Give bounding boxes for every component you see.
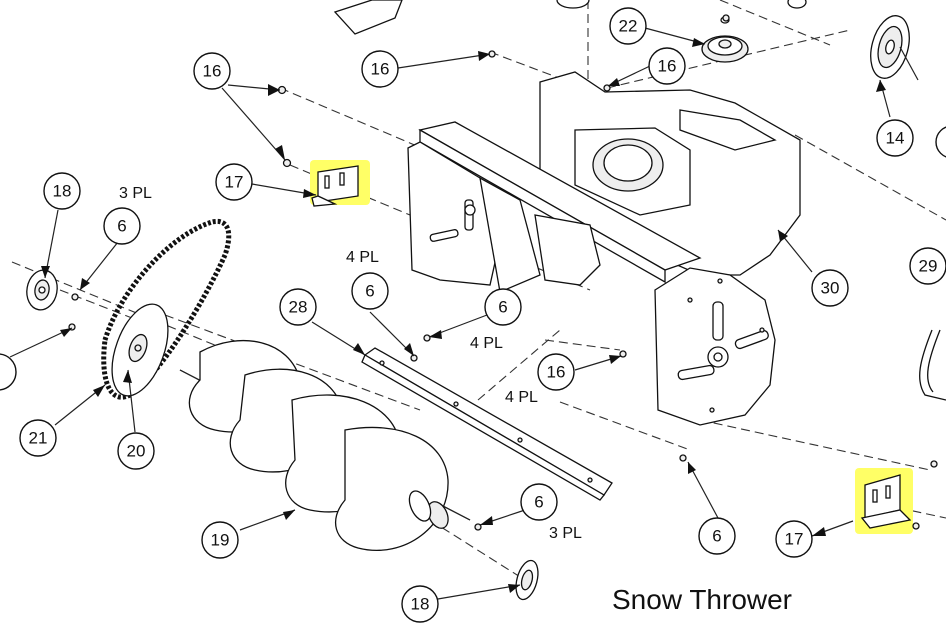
sprocket-20 [111,303,169,397]
svg-text:16: 16 [658,57,677,76]
svg-text:17: 17 [785,530,804,549]
callout-29: 29 [909,247,946,285]
svg-text:29: 29 [919,257,938,276]
svg-text:28: 28 [289,298,308,317]
svg-text:14: 14 [886,129,905,148]
svg-text:18: 18 [411,595,430,614]
diagram-title: Snow Thrower [612,584,792,615]
svg-text:16: 16 [371,60,390,79]
chain-21 [101,218,232,400]
callout-16-a: 16 [193,52,231,90]
callout-6-e: 6 [698,517,736,555]
bearing-18-left [26,269,58,311]
note-4pl-low: 4 PL [505,389,538,406]
part-29-fragment [919,329,946,401]
note-3pl-top: 3 PL [119,185,152,202]
frame-fragment-top [333,0,807,35]
callout-18-a: 18 [43,172,81,210]
callout-16-b: 16 [361,50,399,88]
callout-22: 22 [609,7,647,45]
note-4pl-top: 4 PL [346,249,379,266]
svg-text:19: 19 [211,531,230,550]
svg-text:20: 20 [127,442,146,461]
svg-text:6: 6 [534,493,543,512]
callout-6-d: 6 [520,483,558,521]
svg-text:6: 6 [365,282,374,301]
callout-16-c: 16 [648,47,686,85]
bracket-17-top [310,160,370,207]
auger-19 [179,339,471,551]
callout-28: 28 [279,288,317,326]
svg-text:6: 6 [498,298,507,317]
svg-text:17: 17 [225,173,244,192]
callout-17-a: 17 [215,163,253,201]
note-3pl-bottom: 3 PL [549,525,582,542]
scraper-bar-28 [361,347,613,501]
svg-text:18: 18 [53,182,72,201]
callout-6-a: 6 [103,207,141,245]
callout-20: 20 [117,432,155,470]
svg-text:30: 30 [821,279,840,298]
svg-text:6: 6 [117,217,126,236]
svg-text:6: 6 [712,527,721,546]
note-4pl-mid: 4 PL [470,335,503,352]
svg-text:16: 16 [203,62,222,81]
callout-6-c: 6 [484,288,522,326]
bearing-18-bottom [515,559,539,601]
callout-partial-right-top [935,126,946,158]
fasteners [68,14,938,531]
callout-19: 19 [201,521,239,559]
callout-17-b: 17 [775,520,813,558]
callout-6-b: 6 [351,272,389,310]
callout-21: 21 [19,419,57,457]
svg-text:16: 16 [547,363,566,382]
callout-30: 30 [811,269,849,307]
pulley-22 [701,16,749,63]
arrowheads [41,38,886,593]
pulley-14 [870,15,919,81]
callout-14: 14 [876,119,914,157]
callout-partial-left [0,353,17,391]
auger-housing-30 [407,71,801,426]
svg-text:21: 21 [29,429,48,448]
bracket-17-bottom [855,468,913,534]
svg-text:22: 22 [619,17,638,36]
alignment-lines [11,0,946,581]
callout-16-d: 16 [537,353,575,391]
callout-18-b: 18 [401,585,439,623]
